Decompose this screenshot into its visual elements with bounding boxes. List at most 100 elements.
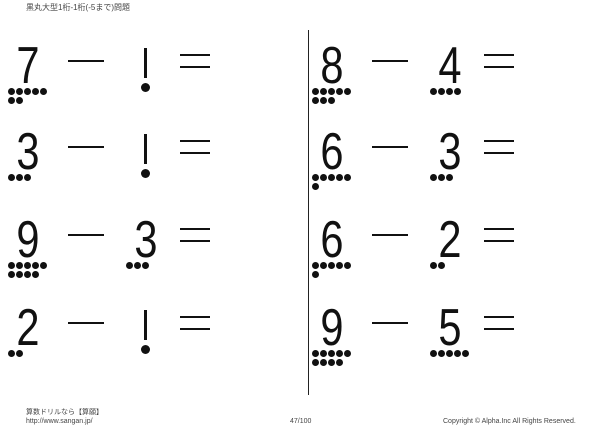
minus-sign: [372, 60, 408, 62]
dot: [328, 88, 335, 95]
answer-space[interactable]: [522, 300, 572, 360]
digit-one-stroke: [144, 310, 147, 340]
number-4: 4: [430, 38, 470, 128]
dot: [8, 174, 15, 181]
dot: [320, 174, 327, 181]
answer-space[interactable]: [522, 124, 572, 184]
answer-space[interactable]: [218, 124, 268, 184]
counting-dots: [430, 262, 470, 271]
number-8: 8: [312, 38, 352, 128]
digit: 8: [320, 37, 344, 95]
footer-url[interactable]: http://www.sangan.jp/: [26, 418, 93, 425]
dot: [16, 97, 23, 104]
dot: [344, 174, 351, 181]
dot-row: [430, 262, 470, 270]
dot: [312, 97, 319, 104]
answer-space[interactable]: [218, 300, 268, 360]
digit-one-dot: [141, 345, 150, 354]
dot: [328, 262, 335, 269]
dot: [344, 350, 351, 357]
dot: [438, 174, 445, 181]
minus-sign: [372, 322, 408, 324]
dot: [320, 262, 327, 269]
counting-dots: [8, 88, 48, 106]
dot: [24, 88, 31, 95]
dot: [16, 350, 23, 357]
digit: 3: [438, 123, 462, 181]
dot-row: [430, 350, 470, 358]
number-3: 3: [126, 212, 166, 302]
dot: [8, 88, 15, 95]
answer-space[interactable]: [218, 212, 268, 272]
worksheet-title: 黒丸大型1桁-1桁(-5まで)問題: [26, 3, 131, 12]
counting-dots: [8, 350, 48, 359]
dot: [312, 174, 319, 181]
number-9: 9: [312, 300, 352, 390]
dot-row: [312, 174, 352, 182]
dot: [328, 97, 335, 104]
number-6: 6: [312, 212, 352, 302]
dot: [32, 88, 39, 95]
dot: [430, 262, 437, 269]
dot-row: [312, 262, 352, 270]
digit: 3: [134, 211, 158, 269]
dot: [344, 88, 351, 95]
dot: [32, 262, 39, 269]
dot: [454, 350, 461, 357]
digit: 7: [16, 37, 40, 95]
digit: 3: [16, 123, 40, 181]
minus-sign: [68, 60, 104, 62]
dot: [446, 88, 453, 95]
dot-row: [312, 97, 352, 105]
counting-dots: [430, 174, 470, 183]
dot: [430, 88, 437, 95]
dot: [336, 359, 343, 366]
answer-space[interactable]: [218, 38, 268, 98]
dot-row: [8, 88, 48, 96]
dot: [430, 174, 437, 181]
counting-dots: [126, 262, 166, 271]
dot: [320, 88, 327, 95]
dot: [40, 88, 47, 95]
digit: 5: [438, 299, 462, 357]
number-6: 6: [312, 124, 352, 214]
dot-row: [312, 88, 352, 96]
counting-dots: [8, 174, 48, 183]
number-1: 1: [126, 38, 166, 128]
dot: [142, 262, 149, 269]
dot: [312, 88, 319, 95]
dot: [312, 262, 319, 269]
number-2: 2: [8, 300, 48, 390]
counting-dots: [430, 88, 470, 97]
dot: [312, 350, 319, 357]
dot-row: [430, 174, 470, 182]
answer-space[interactable]: [522, 38, 572, 98]
dot-row: [8, 271, 48, 279]
answer-space[interactable]: [522, 212, 572, 272]
problem: 71: [8, 38, 268, 128]
number-3: 3: [8, 124, 48, 214]
dot: [430, 350, 437, 357]
dot: [320, 350, 327, 357]
dot: [328, 350, 335, 357]
dot: [8, 262, 15, 269]
footer-brand: 算数ドリルなら【算願】: [26, 409, 103, 416]
counting-dots: [312, 88, 352, 106]
counting-dots: [312, 174, 352, 192]
dot-row: [430, 88, 470, 96]
dot: [24, 174, 31, 181]
counting-dots: [312, 262, 352, 280]
dot: [438, 88, 445, 95]
dot: [462, 350, 469, 357]
dot-row: [8, 262, 48, 270]
column-divider: [308, 30, 309, 395]
digit: 6: [320, 123, 344, 181]
digit: 9: [320, 299, 344, 357]
digit-one-stroke: [144, 134, 147, 164]
dot: [438, 262, 445, 269]
dot: [336, 174, 343, 181]
equals-sign: [484, 316, 514, 330]
dot-row: [312, 350, 352, 358]
minus-sign: [372, 234, 408, 236]
